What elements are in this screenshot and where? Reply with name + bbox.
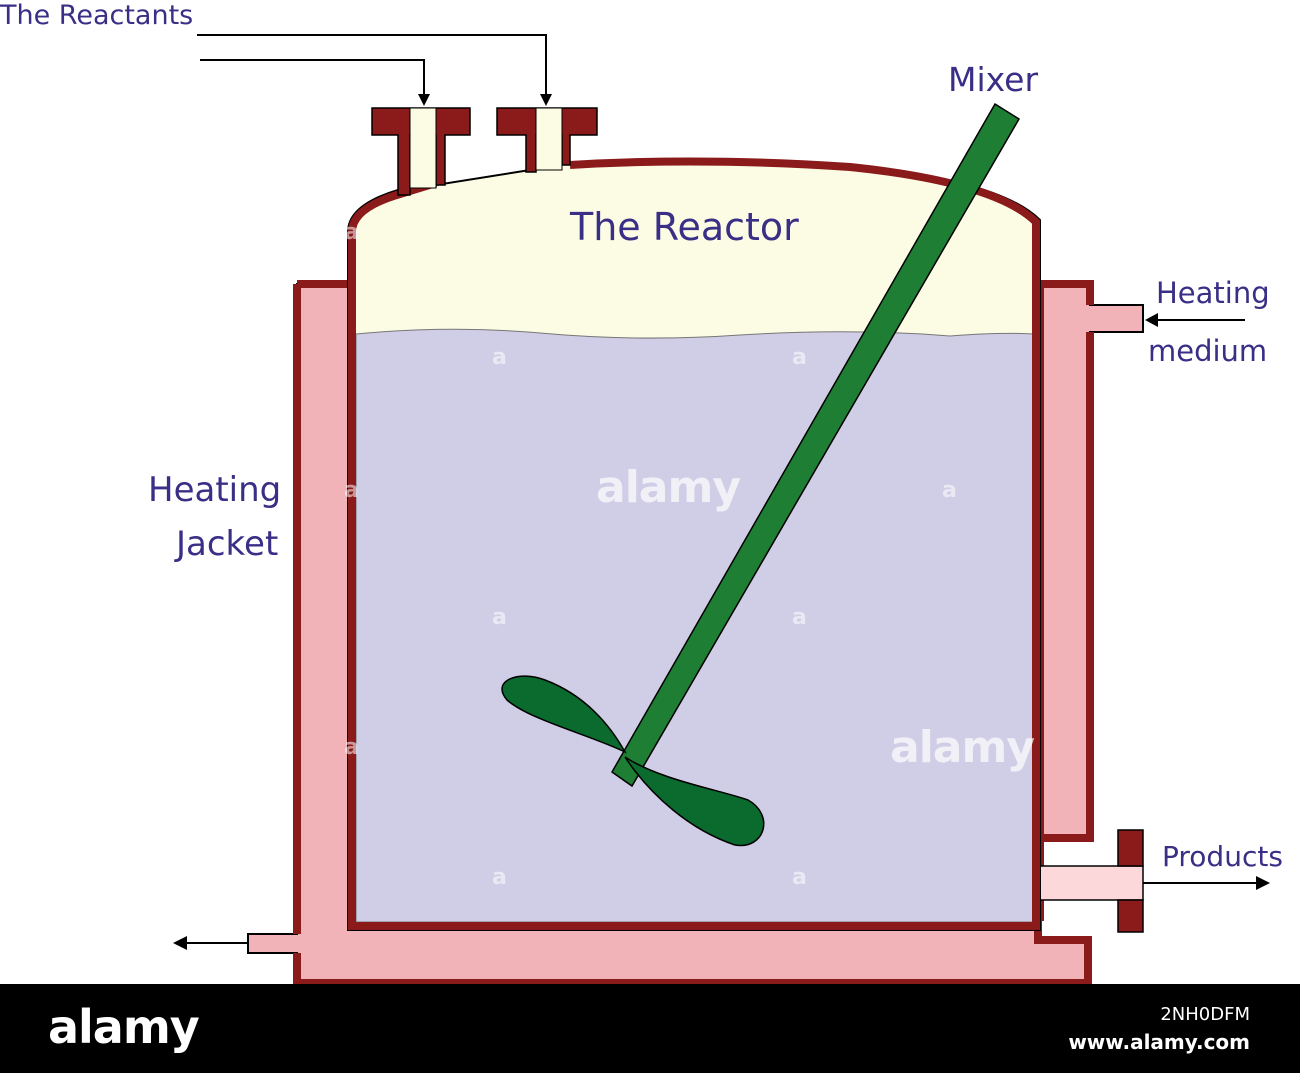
image-id: 2NH0DFM [1160, 1004, 1250, 1025]
watermark-mark: a [344, 735, 359, 760]
reactor-liquid [355, 328, 1035, 923]
site-url: www.alamy.com [1068, 1030, 1250, 1054]
heating-medium-arrow [1145, 313, 1158, 327]
mixer-label: Mixer [948, 60, 1039, 99]
watermark-mark: a [492, 345, 507, 370]
watermark-logo: alamy [596, 462, 741, 513]
watermark-mark: a [792, 345, 807, 370]
watermark-mark: a [344, 478, 359, 503]
heating-medium-label-line1: Heating [1156, 276, 1270, 310]
brand-logo: alamy [48, 1000, 200, 1054]
propeller-blade-lower [624, 756, 765, 847]
watermark-mark: a [344, 220, 359, 245]
mixer-shaft [611, 102, 1021, 788]
reactor-diagram [173, 34, 1270, 984]
reactants-label: The Reactants [0, 0, 194, 31]
reactant-line-2 [197, 34, 547, 98]
reactant-line-1 [200, 59, 425, 98]
products-arrow [1256, 876, 1270, 890]
watermark-mark: a [492, 865, 507, 890]
reactor-label: The Reactor [570, 205, 799, 249]
watermark-mark: a [492, 605, 507, 630]
watermark-mark: a [942, 478, 957, 503]
products-flange [1117, 829, 1144, 933]
heating-jacket-label-line2: Jacket [176, 524, 279, 564]
heating-medium-label-line2: medium [1148, 334, 1268, 368]
reactant-arrow-2 [540, 94, 552, 106]
heating-jacket-label-line1: Heating [148, 470, 282, 510]
watermark-footer [0, 984, 1300, 1073]
propeller-blade-upper [501, 675, 627, 754]
drain-arrow [173, 936, 187, 950]
watermark-logo: alamy [890, 722, 1035, 773]
watermark-mark: a [792, 865, 807, 890]
products-nozzle [1037, 865, 1144, 901]
products-label: Products [1162, 840, 1283, 873]
reactant-arrow-1 [418, 94, 430, 106]
watermark-mark: a [792, 605, 807, 630]
